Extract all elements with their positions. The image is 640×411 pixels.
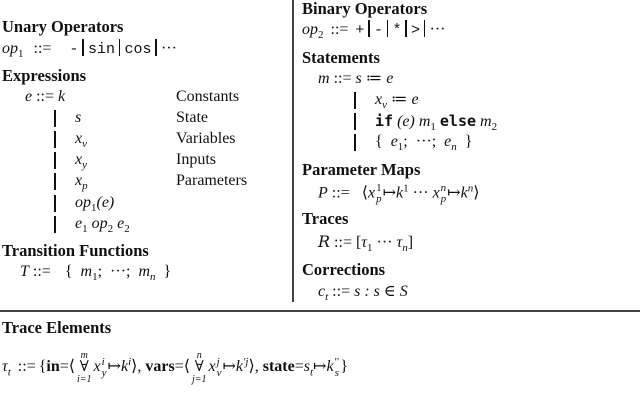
expression-rule-binary-app: e1 op2 e2: [75, 215, 130, 236]
expression-note: Inputs: [176, 151, 216, 168]
statement-rule-if: if (e) m1 else m2: [375, 112, 498, 134]
transition-functions-heading: Transition Functions: [2, 241, 149, 260]
expression-rule-inputs: xy: [75, 151, 87, 172]
expression-rule-constant: e ::= k: [25, 88, 66, 105]
corrections-rule: ct ::= s : s ∈ S: [318, 283, 408, 304]
alternative-bar: [54, 195, 56, 212]
expression-note: Constants: [176, 88, 240, 105]
statement-rule-block: { e1; ···; en }: [375, 133, 473, 154]
alternative-bar: [354, 92, 356, 109]
statements-heading: Statements: [302, 48, 380, 67]
section-divider: [0, 310, 640, 312]
statement-rule-assign-state: m ::= s ≔ e: [318, 70, 394, 87]
expression-note: Parameters: [176, 172, 248, 189]
traces-rule: R ::= [τ1 ··· τn]: [318, 232, 414, 255]
traces-heading: Traces: [302, 209, 349, 228]
expression-note: State: [176, 109, 208, 126]
alternative-bar: [54, 131, 56, 148]
expression-rule-parameters: xp: [75, 172, 88, 193]
alternative-bar: [54, 110, 56, 127]
corrections-heading: Corrections: [302, 260, 386, 279]
expression-note: Variables: [176, 130, 236, 147]
expression-rule-variables: xv: [75, 130, 87, 151]
expression-rule-unary-app: op1(e): [75, 194, 115, 215]
alternative-bar: [54, 173, 56, 190]
alternative-bar: [354, 113, 356, 130]
binary-operators-rule: op2 ::= +-*>···: [302, 20, 446, 42]
unary-operators-heading: Unary Operators: [2, 17, 124, 36]
parameter-maps-heading: Parameter Maps: [302, 160, 421, 179]
statement-rule-assign-var: xv ≔ e: [375, 91, 419, 112]
expression-rule-state: s: [75, 109, 82, 126]
alternative-bar: [54, 152, 56, 169]
alternative-bar: [354, 134, 356, 151]
expressions-heading: Expressions: [2, 66, 87, 85]
binary-operators-heading: Binary Operators: [302, 0, 428, 18]
column-divider: [292, 0, 294, 302]
trace-elements-heading: Trace Elements: [2, 318, 112, 337]
alternative-bar: [54, 216, 56, 233]
transition-function-rule: T ::= { m1; ···; mn }: [20, 263, 172, 284]
